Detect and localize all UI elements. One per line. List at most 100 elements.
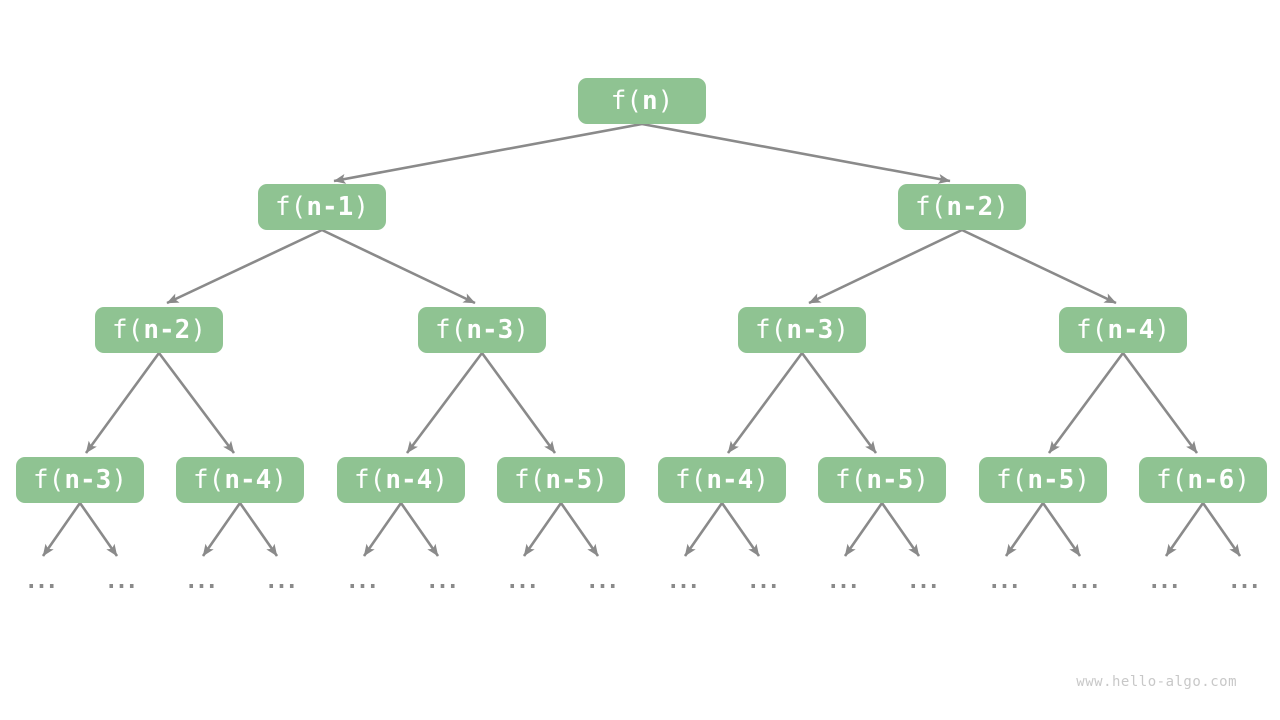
tree-node-l2-f-n-1: f(n-1) xyxy=(258,184,386,230)
node-text-close: ) xyxy=(432,465,448,495)
node-text-close: ) xyxy=(190,315,206,345)
edges-level-1 xyxy=(333,122,951,184)
tree-edge xyxy=(726,352,804,454)
tree-edge xyxy=(559,502,600,557)
node-text-close: ) xyxy=(513,315,529,345)
node-text-close: ) xyxy=(833,315,849,345)
tree-node-l3-f-n-3-a: f(n-3) xyxy=(418,307,546,353)
tree-edge xyxy=(78,502,119,557)
tree-node-l1-f-n: f(n) xyxy=(578,78,706,124)
ellipsis-leaf: ... xyxy=(826,569,861,594)
tree-edge xyxy=(1121,352,1199,454)
tree-node-l4-f-n-5-a: f(n-5) xyxy=(497,457,625,503)
tree-edge xyxy=(1164,502,1205,557)
ellipsis-leaf: ... xyxy=(906,569,941,594)
node-text-close: ) xyxy=(913,465,929,495)
tree-edge xyxy=(641,122,951,184)
node-text-arg: n-3 xyxy=(786,315,834,345)
node-text-close: ) xyxy=(111,465,127,495)
node-text-arg: n-1 xyxy=(306,192,354,222)
tree-node-l3-f-n-2: f(n-2) xyxy=(95,307,223,353)
node-text-open: f( xyxy=(193,465,225,495)
edges-level-3 xyxy=(84,352,1199,454)
node-text-arg: n-4 xyxy=(224,465,272,495)
tree-node-l4-f-n-5-c: f(n-5) xyxy=(979,457,1107,503)
node-text-open: f( xyxy=(1076,315,1108,345)
node-text-open: f( xyxy=(1156,465,1188,495)
ellipsis-leaf: ... xyxy=(505,569,540,594)
ellipsis-leaf: ... xyxy=(104,569,139,594)
ellipsis-leaf: ... xyxy=(666,569,701,594)
node-text-open: f( xyxy=(915,192,947,222)
tree-edge xyxy=(683,502,724,557)
node-text-open: f( xyxy=(112,315,144,345)
node-text-open: f( xyxy=(33,465,65,495)
node-text-close: ) xyxy=(592,465,608,495)
ellipsis-leaf: ... xyxy=(585,569,620,594)
tree-edge xyxy=(1047,352,1125,454)
node-text-arg: n-2 xyxy=(946,192,994,222)
node-text-close: ) xyxy=(353,192,369,222)
node-text-open: f( xyxy=(610,86,642,116)
ellipsis-leaf: ... xyxy=(264,569,299,594)
node-text-arg: n-3 xyxy=(64,465,112,495)
tree-edge xyxy=(720,502,761,557)
tree-edge xyxy=(157,352,236,454)
edges-level-4 xyxy=(41,502,1242,557)
node-text-open: f( xyxy=(996,465,1028,495)
tree-edge xyxy=(1041,502,1082,557)
tree-node-l4-f-n-3: f(n-3) xyxy=(16,457,144,503)
tree-edge xyxy=(84,352,161,454)
tree-edge xyxy=(880,502,921,557)
node-text-arg: n-6 xyxy=(1187,465,1235,495)
node-text-close: ) xyxy=(1234,465,1250,495)
ellipsis-leaf: ... xyxy=(746,569,781,594)
node-text-arg: n-4 xyxy=(1107,315,1155,345)
node-text-open: f( xyxy=(435,315,467,345)
node-text-arg: n-5 xyxy=(866,465,914,495)
node-text-arg: n-5 xyxy=(1027,465,1075,495)
tree-edge xyxy=(405,352,484,454)
node-text-arg: n-5 xyxy=(545,465,593,495)
tree-node-l4-f-n-5-b: f(n-5) xyxy=(818,457,946,503)
ellipsis-leaf: ... xyxy=(1067,569,1102,594)
tree-edge xyxy=(1201,502,1242,557)
node-text-open: f( xyxy=(835,465,867,495)
tree-node-l3-f-n-4: f(n-4) xyxy=(1059,307,1187,353)
ellipsis-leaf: ... xyxy=(345,569,380,594)
tree-edge xyxy=(808,228,963,305)
tree-edge xyxy=(961,228,1117,305)
tree-edge xyxy=(362,502,403,557)
node-text-open: f( xyxy=(675,465,707,495)
node-text-arg: n-4 xyxy=(706,465,754,495)
tree-edge xyxy=(201,502,242,557)
node-text-open: f( xyxy=(354,465,386,495)
tree-edge xyxy=(238,502,279,557)
tree-edge xyxy=(480,352,557,454)
tree-edge xyxy=(1004,502,1045,557)
ellipsis-leaf: ... xyxy=(24,569,59,594)
ellipsis-leaf: ... xyxy=(184,569,219,594)
node-text-arg: n-3 xyxy=(466,315,514,345)
node-text-close: ) xyxy=(271,465,287,495)
node-text-arg: n xyxy=(642,86,658,116)
tree-edge xyxy=(800,352,878,454)
watermark: www.hello-algo.com xyxy=(1076,674,1237,690)
tree-node-l4-f-n-4-b: f(n-4) xyxy=(337,457,465,503)
tree-node-l3-f-n-3-b: f(n-3) xyxy=(738,307,866,353)
tree-edge xyxy=(333,122,643,184)
node-text-open: f( xyxy=(275,192,307,222)
node-text-arg: n-4 xyxy=(385,465,433,495)
node-text-arg: n-2 xyxy=(143,315,191,345)
node-text-close: ) xyxy=(753,465,769,495)
node-text-close: ) xyxy=(657,86,674,116)
tree-edge xyxy=(41,502,82,557)
tree-edge xyxy=(399,502,440,557)
node-text-open: f( xyxy=(755,315,787,345)
tree-edge xyxy=(321,228,476,305)
tree-edge xyxy=(166,228,323,305)
tree-node-l4-f-n-6: f(n-6) xyxy=(1139,457,1267,503)
tree-edge xyxy=(843,502,884,557)
